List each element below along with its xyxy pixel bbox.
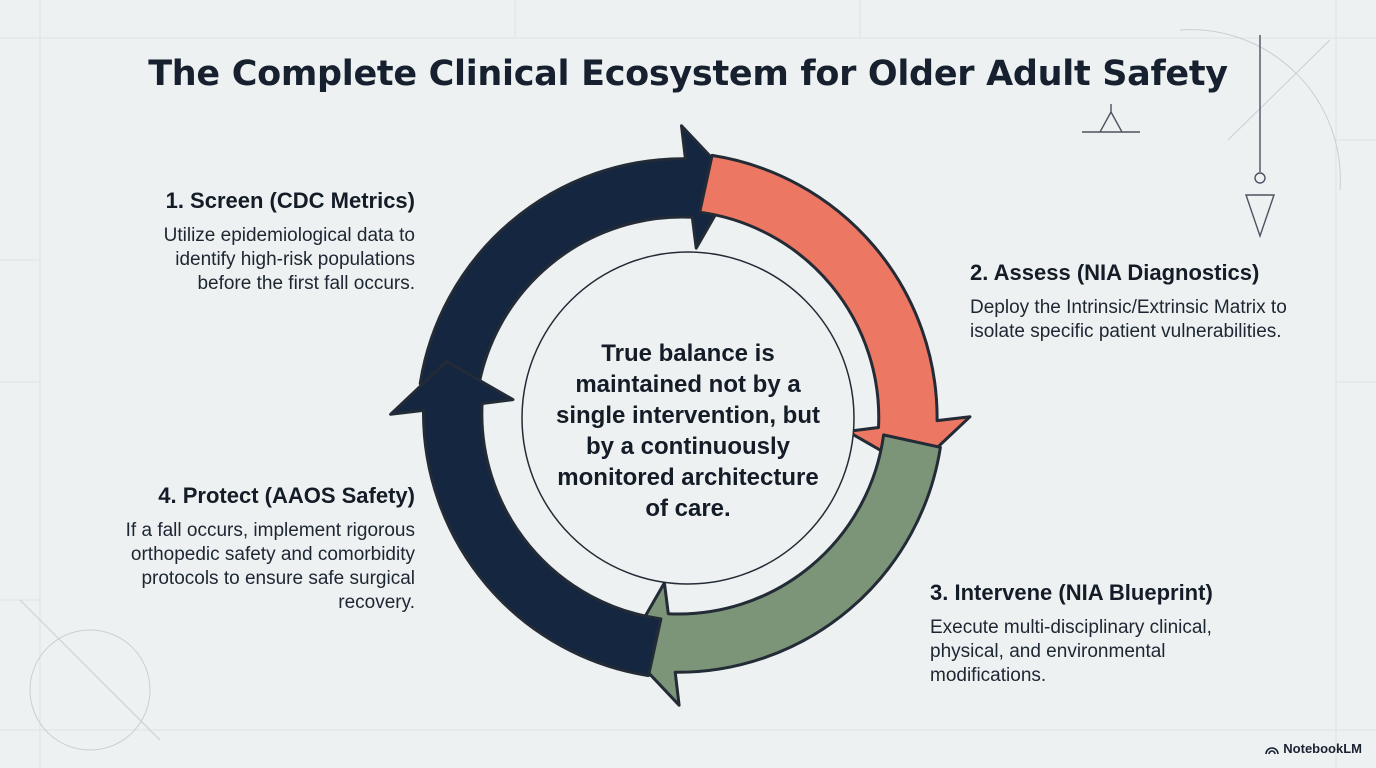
- step-intervene-heading: 3. Intervene (NIA Blueprint): [930, 580, 1213, 605]
- arrow-assess: [698, 153, 972, 471]
- arrow-protect: [389, 360, 663, 678]
- step-screen-heading: 1. Screen (CDC Metrics): [165, 188, 415, 213]
- step-protect-heading: 4. Protect (AAOS Safety): [158, 483, 415, 508]
- notebooklm-logo-icon: [1265, 746, 1280, 754]
- step-screen: 1. Screen (CDC Metrics) Utilize epidemio…: [120, 188, 415, 296]
- balance-scale-icon: [1082, 104, 1140, 133]
- step-assess: 2. Assess (NIA Diagnostics) Deploy the I…: [970, 260, 1290, 344]
- step-protect: 4. Protect (AAOS Safety) If a fall occur…: [110, 483, 415, 615]
- arrow-intervene: [624, 433, 942, 707]
- step-intervene-description: Execute multi-disciplinary clinical, phy…: [930, 617, 1212, 686]
- step-intervene: 3. Intervene (NIA Blueprint) Execute mul…: [930, 580, 1260, 688]
- step-assess-description: Deploy the Intrinsic/Extrinsic Matrix to…: [970, 297, 1287, 342]
- page-title: The Complete Clinical Ecosystem for Olde…: [148, 54, 1228, 94]
- step-protect-description: If a fall occurs, implement rigorous ort…: [125, 520, 415, 613]
- step-screen-description: Utilize epidemiological data to identify…: [163, 225, 415, 294]
- notebooklm-brand: NotebookLM: [1265, 741, 1362, 756]
- brand-label: NotebookLM: [1283, 741, 1362, 756]
- center-message: True balance is maintained not by a sing…: [555, 340, 820, 522]
- pendulum-icon: [1245, 35, 1275, 239]
- step-assess-heading: 2. Assess (NIA Diagnostics): [970, 260, 1260, 285]
- arrow-screen: [418, 124, 736, 398]
- center-circle: [521, 251, 855, 585]
